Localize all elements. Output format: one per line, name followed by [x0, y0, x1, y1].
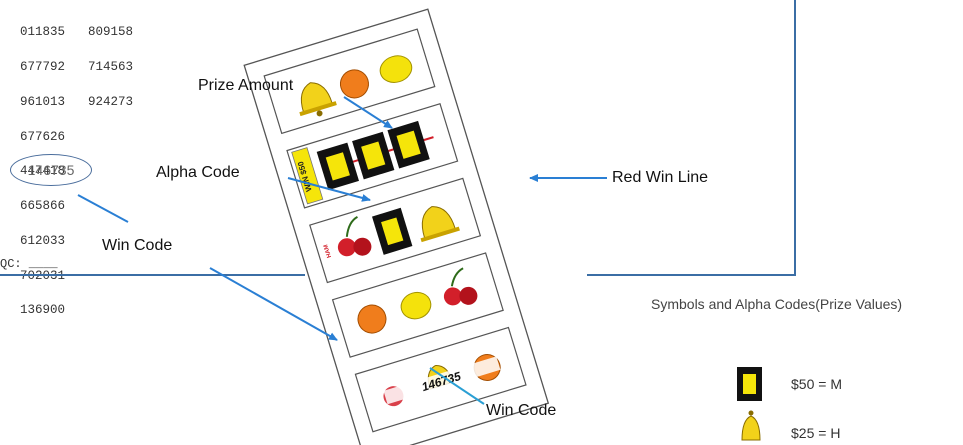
win-code-bottom-pointer	[429, 367, 485, 405]
bell-icon	[299, 82, 337, 117]
highlighted-code-text: 146735	[27, 162, 75, 178]
bell-icon	[741, 410, 761, 441]
code-entry: 612033	[20, 233, 66, 248]
lemon-icon	[400, 291, 432, 320]
code-entry: 924273	[88, 94, 134, 109]
symbols-legend-title: Symbols and Alpha Codes(Prize Values)	[651, 296, 903, 312]
highlighted-code: 146735	[10, 154, 92, 186]
code-entry: 665866	[20, 199, 66, 214]
frame-border-bottom	[0, 274, 305, 276]
code-entry: 714563	[88, 59, 134, 74]
win-code-arrow	[209, 267, 338, 341]
alpha-code-arrow	[287, 177, 371, 202]
code-column-2: 809158 714563 924273	[88, 4, 133, 132]
code-column-1: 011835 677792 961013 677626 447418 66586…	[20, 4, 65, 340]
alpha-code-text: HAM	[323, 243, 333, 258]
bell-icon	[420, 206, 460, 243]
qc-field: QC: ____	[0, 257, 58, 271]
code-entry: 961013	[20, 94, 66, 109]
code-entry: 677792	[20, 59, 66, 74]
code-entry: 677626	[20, 129, 66, 144]
win-code-connector	[77, 194, 129, 223]
frame-border-right	[794, 0, 796, 275]
code-entry: 011835	[20, 25, 66, 40]
win-code-label: Win Code	[102, 237, 173, 254]
cherry-icon	[443, 267, 478, 306]
bar-icon	[737, 367, 762, 401]
legend-bar-value: $50 = M	[791, 376, 842, 392]
win-tag	[291, 147, 324, 205]
red-win-line-label: Red Win Line	[612, 169, 709, 186]
scratch-ticket: WIN $50 HAM 146735	[243, 8, 550, 445]
lemon-icon	[379, 55, 413, 83]
code-entry: 136900	[20, 303, 66, 318]
legend-bell-value: $25 = H	[791, 425, 841, 441]
alpha-code-label: Alpha Code	[156, 164, 240, 181]
orange-icon	[357, 304, 387, 334]
bar-icon	[387, 120, 430, 169]
orange-icon	[339, 69, 369, 99]
frame-border-bottom	[587, 274, 796, 276]
win-code-bottom-label: Win Code	[486, 402, 557, 419]
prize-amount-arrow	[343, 96, 393, 129]
bar-icon	[316, 142, 359, 191]
code-entry: 809158	[88, 25, 134, 40]
prize-amount-label: Prize Amount	[198, 77, 294, 94]
bar-icon	[372, 207, 413, 255]
bar-icon	[352, 131, 395, 180]
cherry-icon	[337, 215, 372, 257]
